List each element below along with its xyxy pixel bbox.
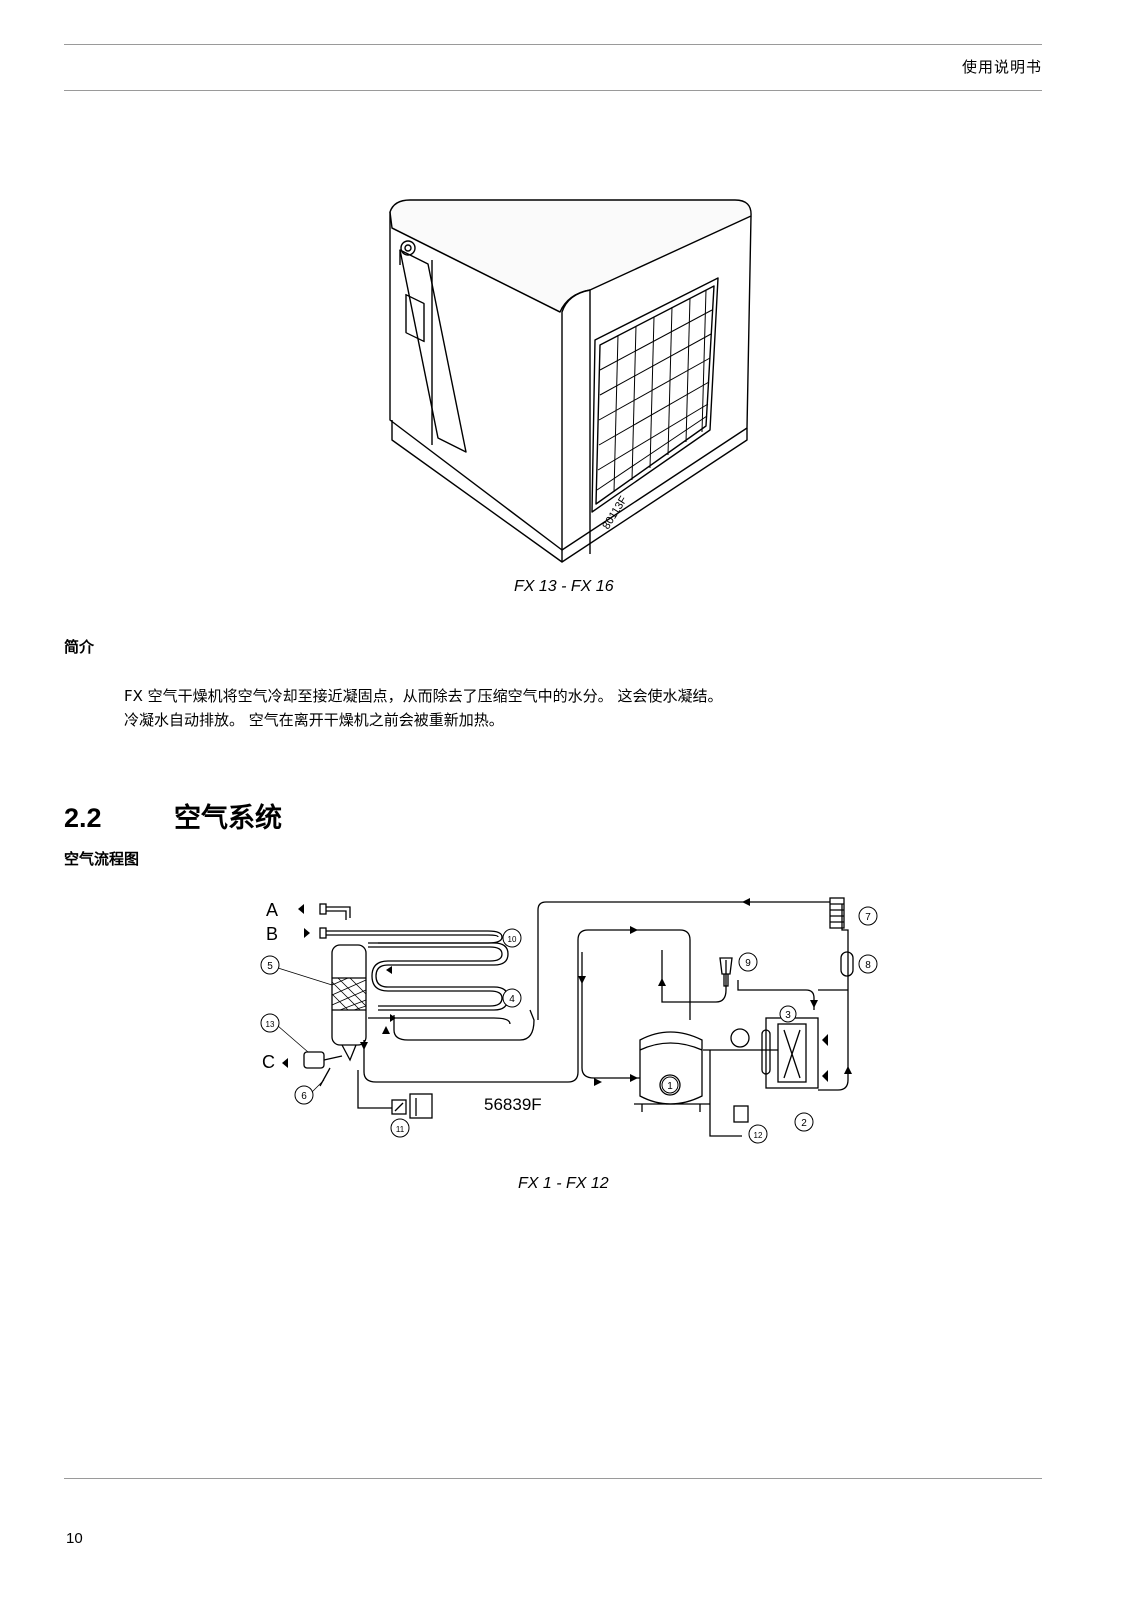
dryer-cabinet-illustration: 80113F	[389, 199, 752, 563]
flow-code: 56839F	[484, 1095, 542, 1114]
label-a: A	[266, 900, 278, 920]
header-top-rule	[64, 44, 1042, 45]
header-title: 使用说明书	[961, 58, 1042, 76]
figure1-caption: FX 13 - FX 16	[514, 578, 614, 595]
callout-7: 7	[865, 912, 871, 923]
callout-11: 11	[396, 1125, 405, 1134]
section-number: 2.2	[64, 803, 102, 833]
callout-4: 4	[509, 994, 515, 1005]
figure1-code: 80113F	[600, 494, 630, 532]
air-flow-diagram: A B C 1 2 3 4 5 6 7 8 9 10 11 12 13 5683…	[260, 897, 878, 1144]
callout-13: 13	[266, 1020, 275, 1029]
callout-5: 5	[267, 961, 273, 972]
section-heading: 2.2 空气系统	[64, 796, 282, 835]
callout-2: 2	[801, 1118, 807, 1129]
intro-line-1: FX 空气干燥机将空气冷却至接近凝固点，从而除去了压缩空气中的水分。 这会使水凝…	[124, 687, 723, 705]
intro-line-2: 冷凝水自动排放。 空气在离开干燥机之前会被重新加热。	[124, 711, 504, 729]
callout-1: 1	[667, 1081, 673, 1092]
callout-9: 9	[745, 958, 751, 969]
intro-paragraph: FX 空气干燥机将空气冷却至接近凝固点，从而除去了压缩空气中的水分。 这会使水凝…	[124, 684, 1024, 732]
callout-6: 6	[301, 1091, 307, 1102]
label-b: B	[266, 924, 278, 944]
callout-10: 10	[508, 935, 517, 944]
footer-rule	[64, 1478, 1042, 1479]
callout-3: 3	[785, 1010, 791, 1021]
page-number: 10	[66, 1530, 83, 1547]
intro-heading: 简介	[64, 638, 95, 656]
section-title: 空气系统	[174, 803, 282, 833]
callout-12: 12	[754, 1131, 763, 1140]
flow-heading: 空气流程图	[64, 850, 140, 868]
label-c: C	[262, 1052, 275, 1072]
callout-8: 8	[865, 960, 871, 971]
flow-caption: FX 1 - FX 12	[518, 1175, 609, 1192]
header-bottom-rule	[64, 90, 1042, 91]
